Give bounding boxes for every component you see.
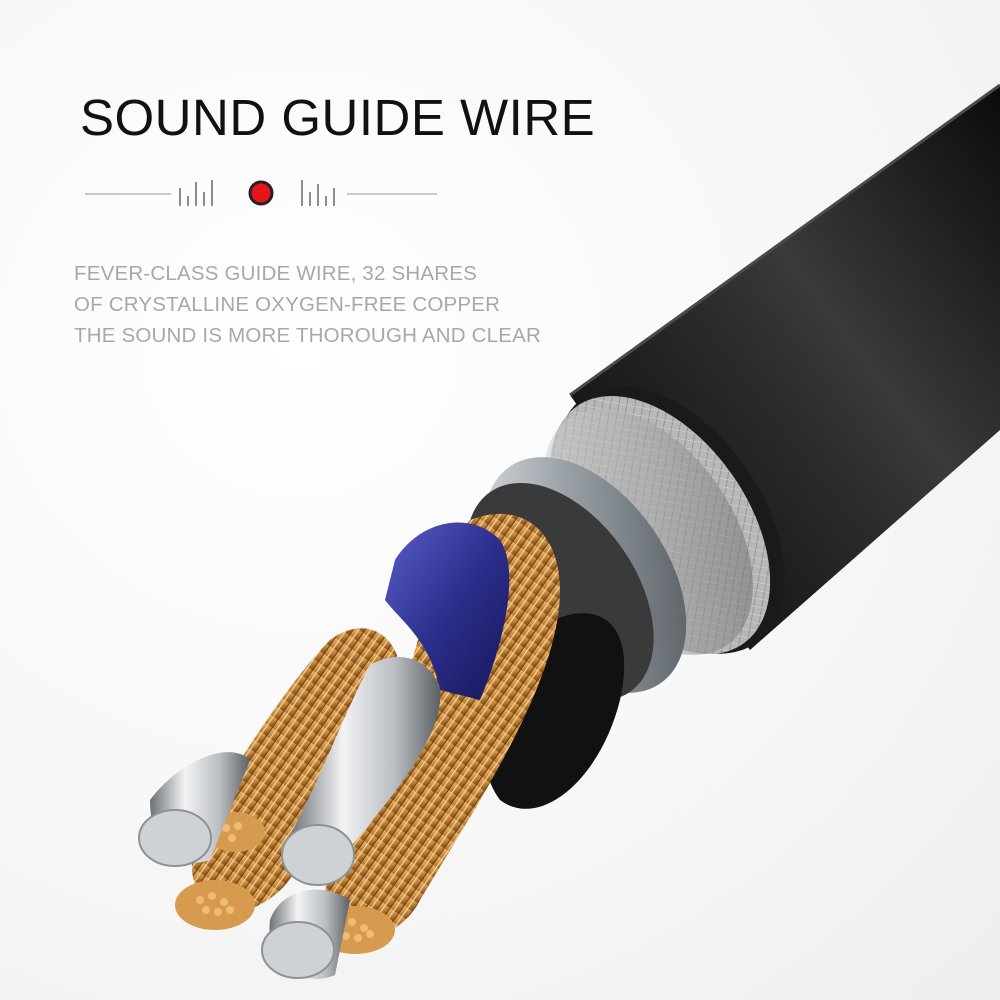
description-line-1: FEVER-CLASS GUIDE WIRE, 32 SHARES: [74, 262, 478, 285]
description-line-3: THE SOUND IS MORE THOROUGH AND CLEAR: [74, 324, 541, 347]
audio-level-bars-icon: [301, 180, 335, 206]
red-dot-icon: [248, 180, 274, 206]
silver-conductors: [138, 657, 441, 979]
decorative-divider: [85, 180, 437, 206]
headline: SOUND GUIDE WIRE: [80, 89, 596, 146]
audio-level-bars-icon: [179, 180, 213, 206]
description-line-2: OF CRYSTALLINE OXYGEN-FREE COPPER: [74, 293, 501, 316]
product-description: FEVER-CLASS GUIDE WIRE, 32 SHARES OF CRY…: [74, 258, 541, 351]
blue-insulated-conductor: [385, 522, 510, 700]
